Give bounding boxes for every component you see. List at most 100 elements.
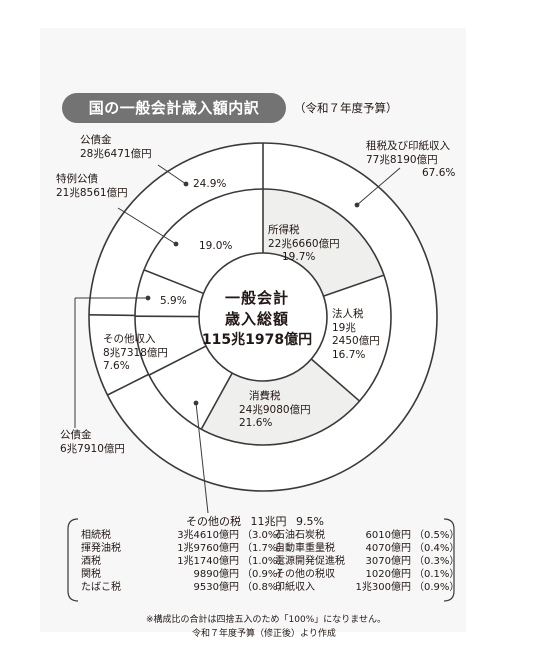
- label-shotoku-amount: 22兆6660億円: [268, 237, 340, 250]
- label-shohi: 消費税 24兆9080億円 21.6%: [239, 390, 311, 431]
- leader-kensetsu-dot: [145, 295, 151, 301]
- label-hojin-amount-1: 19兆: [332, 321, 356, 334]
- chart-title: 国の一般会計歳入額内訳: [62, 93, 286, 123]
- leader-tokurei: [117, 207, 177, 245]
- other-tax-value: 1020億円: [365, 569, 411, 580]
- other-tax-value: 9890億円: [193, 569, 239, 580]
- other-tax-pct: 9.5%: [296, 515, 324, 528]
- inner-slice-2: [201, 359, 360, 445]
- label-sozei-amount: 77兆8190億円: [366, 153, 438, 166]
- other-tax-row: 相続税 3兆4610億円（3.0%）: [81, 529, 292, 542]
- other-tax-share: （0.4%）: [414, 543, 460, 554]
- source-note: 令和７年度予算（修正後）より作成: [192, 629, 336, 639]
- inner-slice-4: [135, 316, 206, 376]
- outer-divider-1: [107, 373, 149, 396]
- inner-slice-3: [148, 346, 233, 430]
- other-tax-row: 石油石炭税 6010億円（0.5%）: [275, 529, 464, 542]
- leader-other-tax: [195, 402, 209, 514]
- other-tax-table-right: 石油石炭税 6010億円（0.5%） 自動車重量税 4070億円（0.4%）電源開発促…: [275, 529, 464, 594]
- other-tax-share: （0.3%）: [414, 556, 460, 567]
- other-tax-name: 揮発油税: [81, 543, 121, 554]
- inner-slice-5: [135, 269, 204, 317]
- label-sonota-shunyu-pct: 7.6%: [103, 360, 130, 372]
- label-kosai-name: 公債金: [80, 134, 112, 146]
- other-tax-name: その他の税収: [275, 569, 335, 580]
- pct-tokurei: 19.0%: [199, 240, 233, 252]
- other-tax-share: （0.5%）: [414, 530, 460, 541]
- label-shotoku-pct: 19.7%: [282, 251, 316, 263]
- other-tax-name: 自動車重量税: [275, 543, 335, 554]
- label-hojin-amount-2: 2450億円: [332, 335, 380, 347]
- inner-divider-1: [323, 274, 385, 297]
- other-tax-name: 酒税: [81, 556, 101, 567]
- pct-kosai-total: 24.9%: [193, 178, 227, 190]
- label-kosai: 公債金 28兆6471億円: [80, 134, 152, 161]
- leader-sozei: [356, 167, 401, 206]
- label-sonota-shunyu: その他収入 8兆7318億円 7.6%: [103, 333, 168, 374]
- other-tax-share: （1.7%）: [242, 543, 288, 554]
- other-tax-name: 相続税: [81, 530, 111, 541]
- inner-divider-3: [200, 372, 233, 430]
- label-hojin: 法人税 19兆 2450億円 16.7%: [332, 308, 380, 362]
- outer-divider-2: [89, 314, 136, 317]
- other-tax-share: （0.9%）: [242, 569, 288, 580]
- other-tax-row: 自動車重量税 4070億円（0.4%）: [275, 542, 464, 555]
- label-tokurei-amount: 21兆8561億円: [56, 186, 128, 199]
- other-tax-value: 1兆1740億円: [177, 556, 239, 567]
- label-kensetsu-amount: 6兆7910億円: [60, 442, 125, 455]
- other-tax-row: その他の税収 1020億円（0.1%）: [275, 568, 464, 581]
- other-tax-amount: 11兆円: [250, 515, 287, 528]
- leader-sozei-dot: [354, 202, 360, 208]
- table-bracket-right: [443, 518, 455, 602]
- label-sozei-name: 租税及び印紙収入: [366, 140, 450, 152]
- other-tax-row: 酒税 1兆1740億円（1.0%）: [81, 555, 292, 568]
- center-line-2: 歳入総額: [224, 310, 289, 328]
- other-tax-heading: その他の税 11兆円 9.5%: [186, 513, 330, 529]
- inner-slice-0: [263, 189, 384, 297]
- label-tokurei: 特例公債 21兆8561億円: [56, 173, 128, 200]
- other-tax-value: 3兆4610億円: [177, 530, 239, 541]
- pct-kensetsu: 5.9%: [160, 295, 187, 307]
- label-sonota-shunyu-amount: 8兆7318億円: [103, 346, 168, 359]
- other-tax-share: （0.8%）: [242, 582, 288, 593]
- center-line-1: 一般会計: [224, 289, 289, 307]
- label-kensetsu: 公債金 6兆7910億円: [60, 429, 125, 456]
- label-shotoku-name: 所得税: [268, 224, 300, 236]
- label-hojin-pct: 16.7%: [332, 348, 366, 361]
- label-shotoku: 所得税 22兆6660億円 19.7%: [268, 224, 340, 265]
- other-tax-share: （3.0%）: [242, 530, 288, 541]
- table-bracket-left: [67, 518, 79, 602]
- other-tax-value: 4070億円: [365, 543, 411, 554]
- other-tax-value: 3070億円: [365, 556, 411, 567]
- inner-divider-6: [143, 269, 204, 295]
- other-tax-share: （0.1%）: [414, 569, 460, 580]
- label-kosai-amount: 28兆6471億円: [80, 147, 152, 160]
- other-tax-name: たばこ税: [81, 582, 121, 593]
- other-tax-label: その他の税: [186, 515, 241, 528]
- other-tax-value: 9530億円: [193, 582, 239, 593]
- inner-slice-6: [143, 189, 263, 294]
- other-tax-name: 印紙収入: [275, 582, 315, 593]
- label-sonota-shunyu-name: その他収入: [103, 333, 156, 345]
- chart-subtitle: （令和７年度予算）: [294, 101, 398, 115]
- label-shohi-name: 消費税: [249, 390, 281, 402]
- center-total: 115兆1978億円: [201, 332, 313, 348]
- label-kensetsu-name: 公債金: [60, 429, 92, 441]
- label-hojin-name: 法人税: [332, 308, 364, 320]
- leader-kosai: [157, 164, 187, 185]
- center-label: 一般会計 歳入総額 115兆1978億円: [196, 288, 318, 350]
- other-tax-name: 石油石炭税: [275, 530, 325, 541]
- other-tax-share: （1.0%）: [242, 556, 288, 567]
- other-tax-value: 6010億円: [365, 530, 411, 541]
- other-tax-value: 1兆300億円: [355, 582, 411, 593]
- other-tax-row: たばこ税 9530億円（0.8%）: [81, 581, 292, 594]
- inner-divider-2: [310, 358, 361, 402]
- label-sozei: 租税及び印紙収入 77兆8190億円 67.6%: [366, 140, 455, 181]
- inner-divider-4: [148, 345, 207, 376]
